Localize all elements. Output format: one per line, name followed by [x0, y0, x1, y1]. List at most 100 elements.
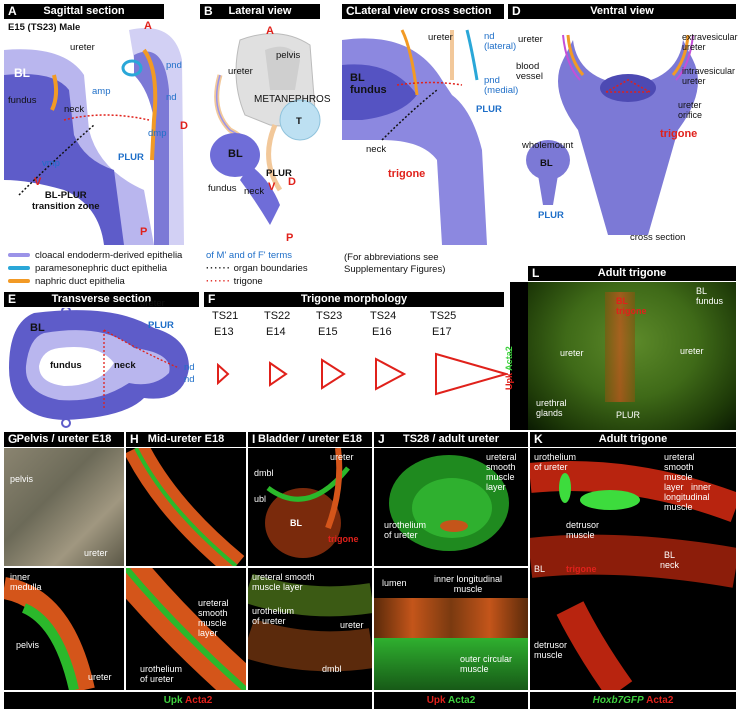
outer-circular-label: outer circular muscle	[460, 654, 513, 674]
bl-label: BL	[14, 66, 30, 80]
legend-label: naphric duct epithelia	[35, 276, 125, 287]
lateral-view-svg	[210, 33, 321, 225]
panel-e-diagram	[4, 306, 199, 428]
ureter-label-1: ureter	[560, 348, 584, 358]
pelvis-label: pelvis	[10, 474, 34, 484]
legend-label: paramesonephric duct epithelia	[35, 263, 168, 274]
plur-label: PLUR	[616, 410, 641, 420]
panel-title: Adult trigone	[598, 433, 668, 445]
ureter-label: ureter	[140, 298, 165, 309]
panel-g-top	[4, 448, 124, 566]
pelvis-label: pelvis	[276, 50, 301, 61]
legend-label: organ boundaries	[233, 263, 308, 274]
bl-fundus-label: BL fundus	[350, 72, 387, 96]
trigone-shape	[435, 352, 508, 396]
bl-trigone-label: BL trigone	[616, 296, 647, 316]
panel-b-header: B Lateral view	[200, 4, 320, 19]
stage-e-label: E15	[318, 326, 338, 338]
axis-d-label: D	[180, 120, 188, 132]
panel-letter: K	[534, 432, 543, 446]
panel-letter: J	[378, 432, 385, 446]
extravesicular-label: extravesicular ureter	[682, 32, 738, 52]
stage-ts-label: TS22	[264, 310, 291, 322]
panel-i-top	[248, 448, 372, 566]
smooth-muscle-label: ureteral smooth muscle layer	[252, 572, 315, 592]
dmbl-label-2: dmbl	[322, 664, 342, 674]
stage-e-label: E17	[432, 326, 452, 338]
acta2-label: Acta2	[504, 346, 514, 371]
nd-label: nd	[166, 92, 177, 103]
ureter-orifice-label: ureter orifice	[678, 100, 703, 120]
neck-label: neck	[114, 360, 136, 371]
stage-ts-label: TS21	[212, 310, 239, 322]
axis-v-label: V	[34, 176, 42, 188]
panel-h-top	[126, 448, 246, 566]
panel-b-diagram	[200, 20, 340, 245]
bl-label: BL	[30, 322, 45, 334]
wholemount-label: wholemount	[522, 140, 574, 151]
ureter-label: ureter	[228, 66, 253, 77]
panel-title: Pelvis / ureter E18	[16, 433, 112, 445]
panel-h-bottom	[126, 568, 246, 690]
footer-k: Hoxb7GFP Acta2	[530, 692, 736, 709]
panel-letter: L	[532, 266, 540, 280]
upk-label: Upk	[426, 695, 446, 706]
acta2-label: Acta2	[185, 695, 213, 706]
metanephros-label: METANEPHROS	[254, 94, 331, 105]
panel-g-header: G Pelvis / ureter E18	[4, 432, 124, 447]
axis-a-label: A	[144, 20, 152, 32]
plur-label: PLUR	[476, 104, 502, 115]
smooth-muscle-label: ureteral smooth muscle layer inner longi…	[664, 452, 712, 512]
ventral-view-svg	[526, 34, 698, 235]
ureter-label: ureter	[518, 34, 543, 45]
plur-label: PLUR	[538, 210, 564, 221]
trigone-shape	[375, 357, 406, 391]
neck-label: neck	[244, 186, 265, 197]
bl-label: BL	[290, 518, 302, 528]
cross-section-svg	[342, 29, 487, 245]
panel-title: Lateral view	[228, 5, 292, 17]
panel-c-header: C Lateral view cross section	[342, 4, 504, 19]
trigone-label: trigone	[388, 168, 426, 180]
urothelium-label: urothelium of ureter	[534, 452, 577, 472]
cross-section-label: cross section	[630, 232, 686, 243]
urothelium-label: urothelium of ureter	[252, 606, 295, 626]
detrusor-label-1: detrusor muscle	[566, 520, 600, 540]
upk-label: Upk	[163, 695, 183, 706]
stage-ts-label: TS25	[430, 310, 457, 322]
panel-a-header: A Sagittal section	[4, 4, 164, 19]
swatch	[8, 266, 30, 271]
hoxb7gfp-label: Hoxb7GFP	[592, 695, 644, 706]
panel-j-bottom	[374, 568, 528, 690]
ubl-label: ubl	[254, 494, 267, 504]
dmbl-label: dmbl	[254, 468, 274, 478]
panel-a-diagram	[4, 20, 194, 246]
t-label: T	[296, 116, 302, 127]
legend-abbrev: (For abbreviations see Supplementary Fig…	[344, 252, 446, 275]
trigone-shape	[321, 358, 346, 390]
panel-f-header: F Trigone morphology	[204, 292, 504, 307]
neck-label: neck	[366, 144, 387, 155]
axis-a-label: A	[266, 25, 274, 37]
panel-d-header: D Ventral view	[508, 4, 736, 19]
panel-k-header: K Adult trigone	[530, 432, 736, 447]
smooth-muscle-label: ureteral smooth muscle layer	[486, 452, 517, 492]
stage-e-label: E14	[266, 326, 286, 338]
panel-letter: I	[252, 432, 256, 446]
axis-p-label: P	[286, 232, 294, 244]
adult-trigone-svg	[530, 461, 736, 690]
panel-i-header: I Bladder / ureter E18	[248, 432, 372, 447]
urothelium-label: urothelium of ureter	[140, 664, 183, 684]
stage-ts-label: TS23	[316, 310, 343, 322]
swatch	[8, 253, 30, 258]
bl-label: BL	[228, 148, 243, 160]
bl-label: BL	[540, 158, 553, 169]
ureter-label: ureter	[428, 32, 453, 43]
panel-title: Adult trigone	[597, 267, 667, 279]
bl-label: BL	[534, 564, 546, 574]
legend-item-cloacal: cloacal endoderm-derived epithelia	[8, 250, 182, 261]
panel-l-stain-label: Upk Acta2	[504, 346, 514, 390]
legend-label: trigone	[233, 276, 263, 287]
bladder-zoom-svg	[248, 573, 372, 672]
